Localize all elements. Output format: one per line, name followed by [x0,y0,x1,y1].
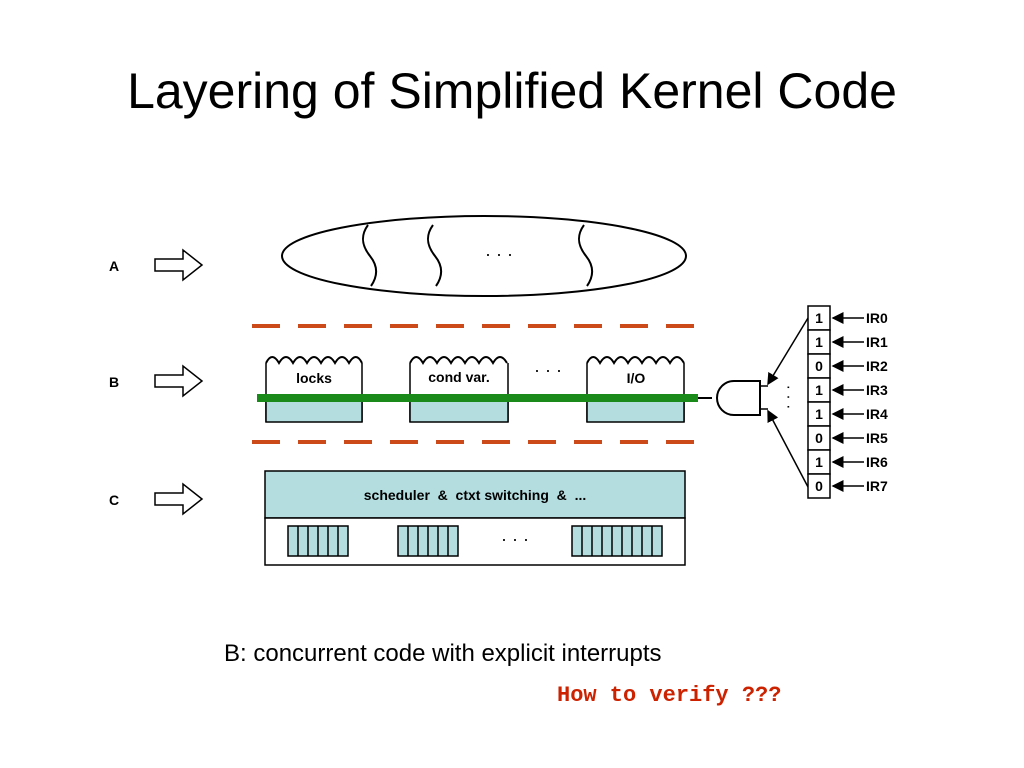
threads-ellipsis: · · · [485,244,513,264]
run-queue [397,525,459,557]
module-locks: locks [265,356,363,423]
layer-b-label: B [109,374,119,390]
thread-squiggle-icon [578,224,594,287]
interrupt-line-label: IR3 [866,382,888,398]
module-io: I/O [586,356,685,423]
register-bit: 1 [815,454,823,470]
module-cond-var: cond var. [409,356,509,423]
layer-b-arrow-icon [154,364,204,398]
slide-title: Layering of Simplified Kernel Code [127,63,897,119]
interrupt-line-label: IR6 [866,454,888,470]
register-bit: 1 [815,406,823,422]
scheduler-label: scheduler & ctxt switching & ... [364,487,587,503]
module-label: cond var. [428,369,489,385]
interrupt-enable-bar [257,394,698,402]
register-cell [807,473,831,499]
layer-c-label: C [109,492,119,508]
layer-c-arrow-icon [154,482,204,516]
module-label: locks [296,370,332,386]
module-label: I/O [627,370,646,386]
interrupt-line-label: IR5 [866,430,888,446]
gate-inputs-ellipsis: · · · [780,385,797,410]
run-queue [287,525,349,557]
verify-question: How to verify ??? [557,683,782,708]
register-bit: 0 [815,358,823,374]
scheduler-layer: scheduler & ctxt switching & ... · · · [264,470,686,566]
and-gate-icon [698,317,809,488]
layer-a-label: A [109,258,119,274]
interrupt-line-label: IR7 [866,478,888,494]
caption: B: concurrent code with explicit interru… [224,640,662,667]
thread-pool-ellipse [281,215,687,297]
run-queue [571,525,663,557]
thread-squiggle-icon [362,224,378,287]
register-bit: 0 [815,430,823,446]
register-bit: 1 [815,310,823,326]
interrupt-line-label: IR2 [866,358,888,374]
interrupt-line-label: IR4 [866,406,888,422]
layer-a-arrow-icon [154,248,204,282]
interrupt-line-label: IR1 [866,334,888,350]
register-bit: 1 [815,334,823,350]
register-bit: 0 [815,478,823,494]
thread-squiggle-icon [427,224,443,287]
interrupt-line-label: IR0 [866,310,888,326]
queues-ellipsis: · · · [501,529,529,549]
modules-ellipsis: · · · [534,360,562,380]
register-bit: 1 [815,382,823,398]
